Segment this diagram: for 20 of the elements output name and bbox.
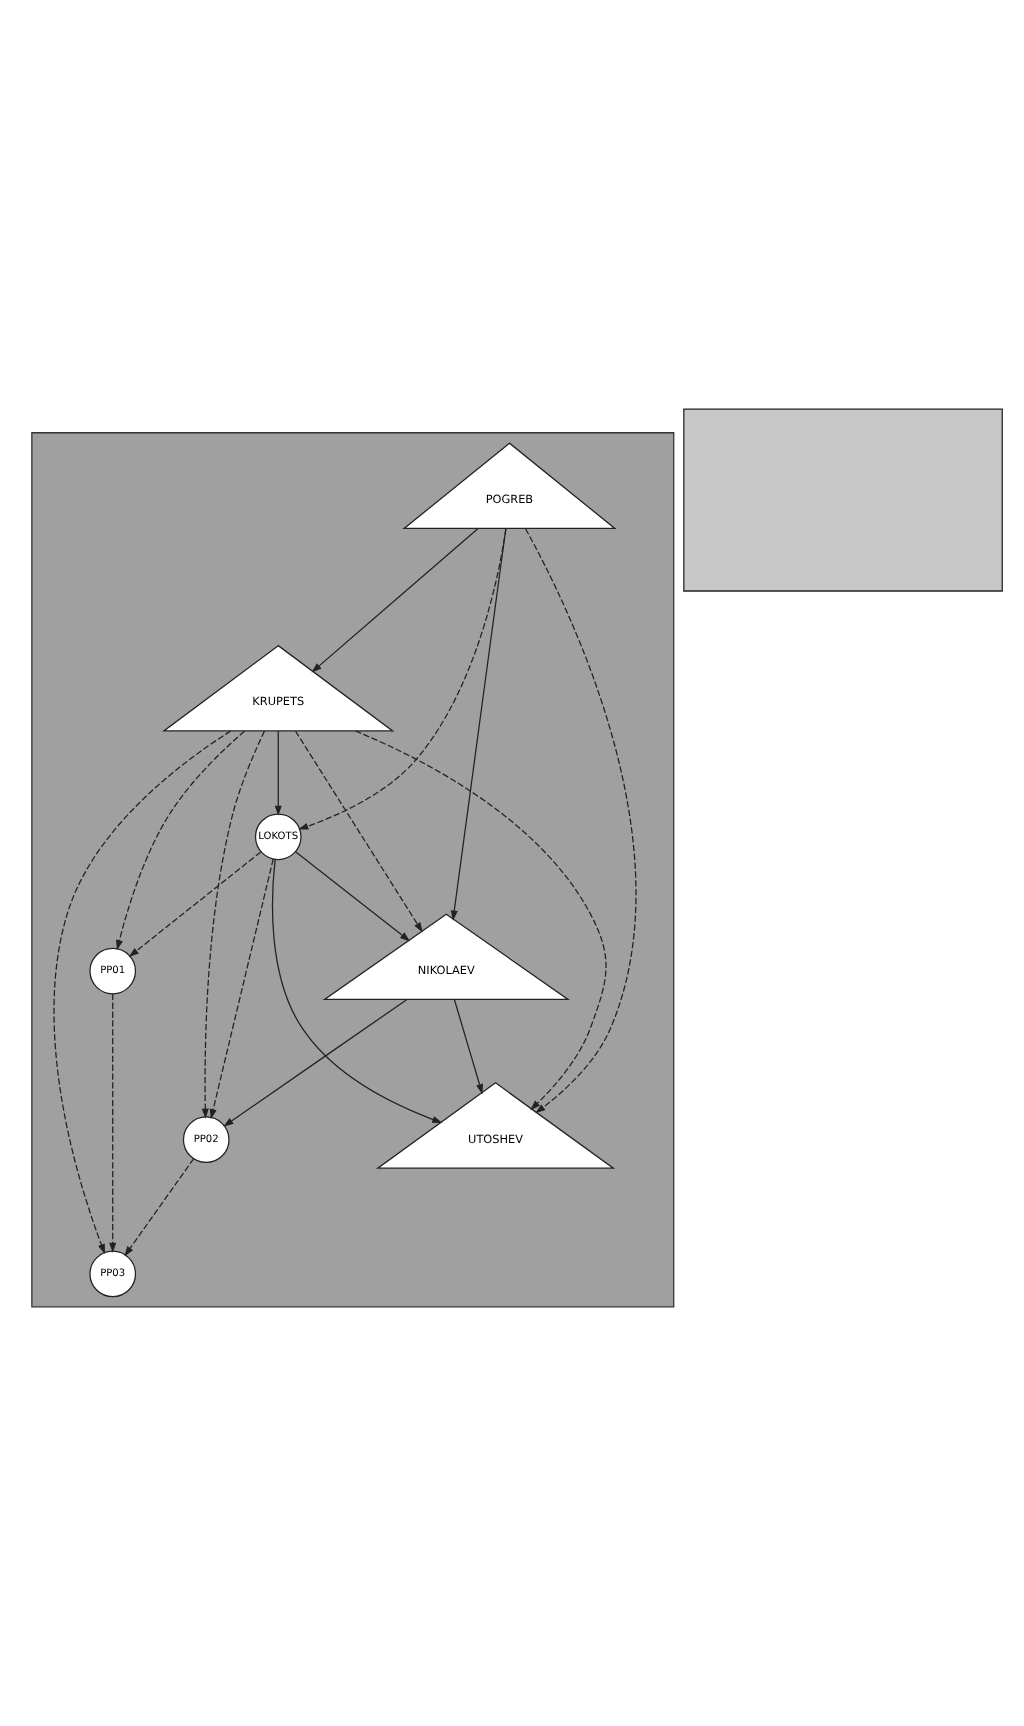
arrow bbox=[209, 858, 274, 1120]
arrow bbox=[298, 528, 507, 830]
arrow bbox=[128, 851, 262, 957]
arrow bbox=[201, 730, 266, 1119]
arrow bbox=[53, 730, 232, 1255]
cluster bbox=[31, 432, 675, 1308]
arrow bbox=[294, 730, 423, 933]
arrow bbox=[453, 999, 483, 1095]
arrow bbox=[223, 999, 408, 1127]
arrow bbox=[354, 730, 607, 1111]
node-box bbox=[683, 408, 1003, 592]
arrow bbox=[311, 528, 479, 673]
arrow bbox=[109, 993, 117, 1253]
arrow bbox=[294, 851, 411, 942]
arrow bbox=[524, 528, 637, 1114]
arrow bbox=[450, 527, 507, 921]
arrow bbox=[124, 1158, 195, 1257]
arrow bbox=[116, 730, 246, 951]
arrow bbox=[274, 730, 282, 816]
arrow bbox=[271, 858, 443, 1124]
